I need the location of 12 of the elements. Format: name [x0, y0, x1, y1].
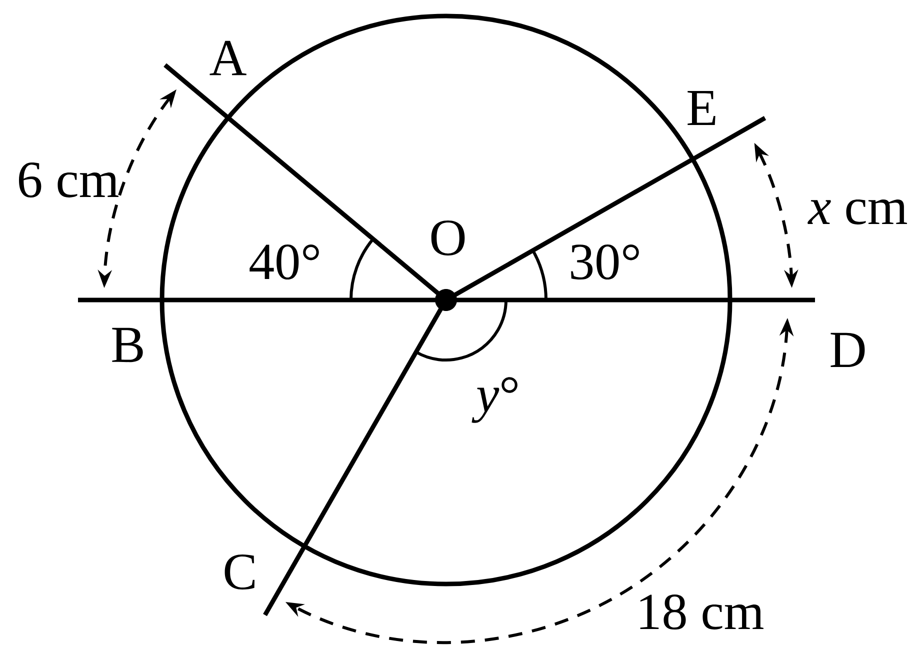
point-label: B [112, 328, 143, 362]
length-label: 6 cm [18, 162, 118, 198]
angle-label: 40° [250, 244, 319, 280]
length-label: x cm [808, 199, 907, 224]
point-label: C [224, 554, 254, 590]
length-label: 18 cm [640, 594, 764, 630]
angle-label: 30° [571, 244, 639, 280]
point-label: D [830, 332, 865, 368]
point-label: O [431, 220, 465, 256]
angle-label: y° [472, 377, 518, 423]
point-label: A [210, 40, 246, 76]
point-label: E [688, 90, 716, 126]
